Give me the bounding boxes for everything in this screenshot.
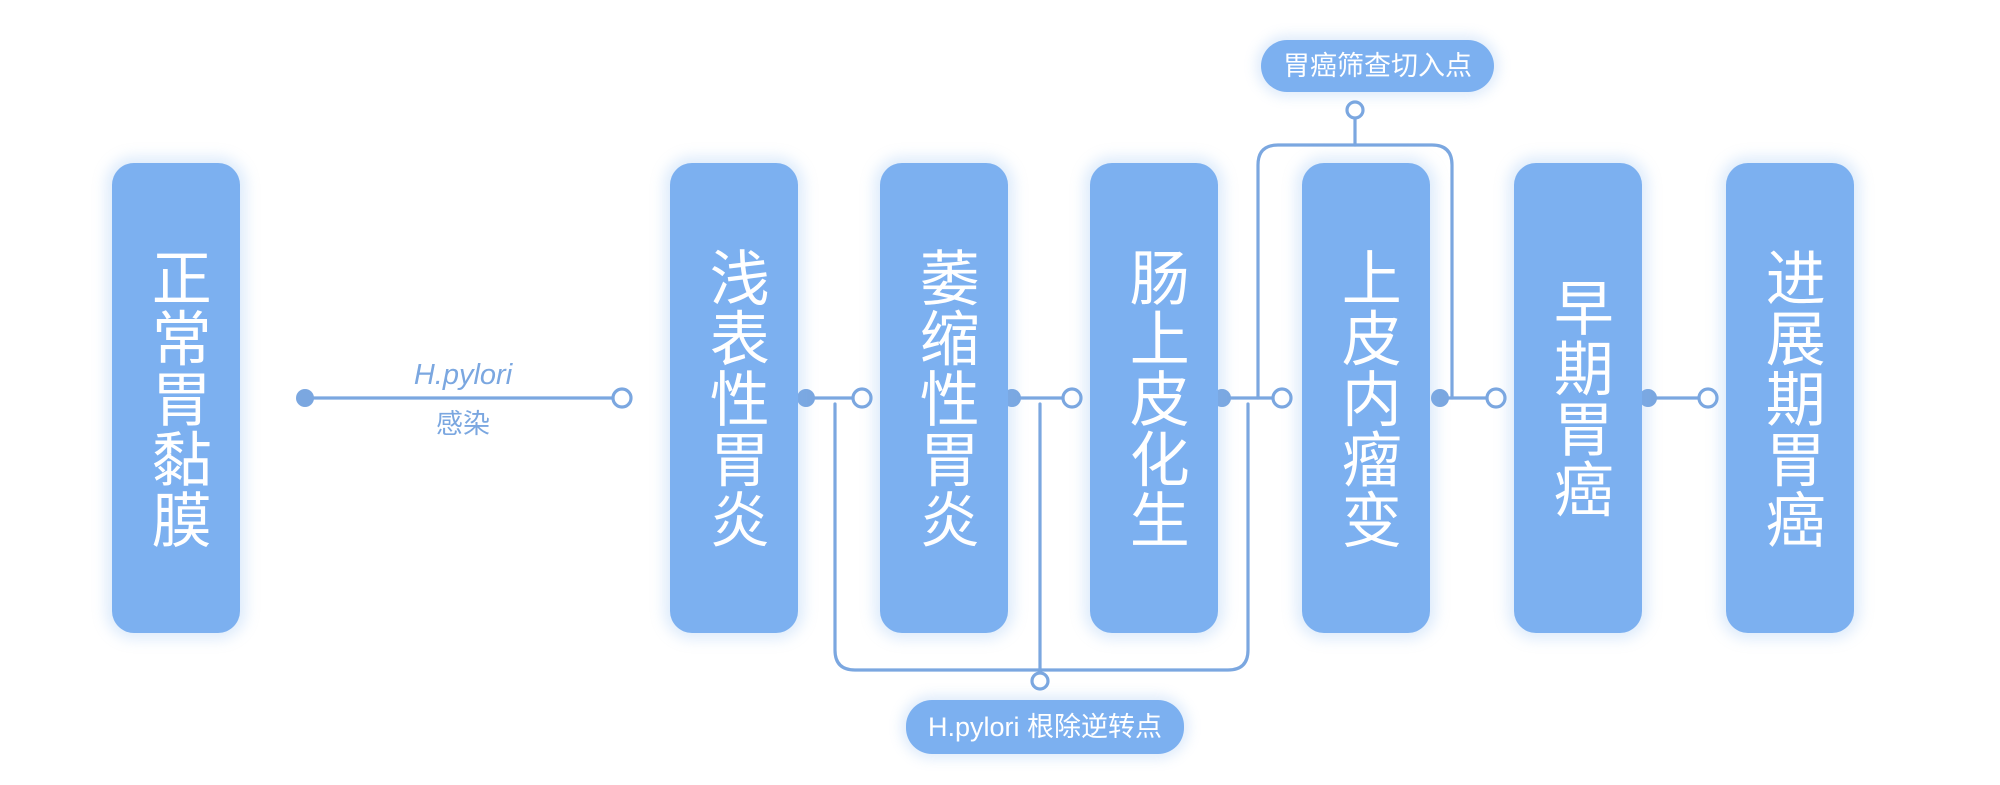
node-atrophic-gastritis[interactable]: 萎缩性胃炎 [880,163,1008,633]
screening-anchor-ring [1345,100,1365,120]
node-label: 进展期胃癌 [1757,246,1825,550]
endpoint-hollow [1061,387,1083,409]
reversal-anchor-ring [1030,671,1050,691]
badge-hpylori-eradication-reversal[interactable]: H.pylori 根除逆转点 [906,700,1185,754]
endpoint-hollow [1485,387,1507,409]
endpoint-hollow [1697,387,1719,409]
endpoint-filled [1639,389,1657,407]
endpoint-hollow [1271,387,1293,409]
node-early-gastric-cancer[interactable]: 早期胃癌 [1514,163,1642,633]
endpoint-filled [296,389,314,407]
endpoint-filled [1431,389,1449,407]
edge-label-hpylori-line2: 感染 [436,409,490,439]
node-label: 萎缩性胃炎 [911,246,979,550]
node-label: 浅表性胃炎 [701,246,769,550]
node-superficial-gastritis[interactable]: 浅表性胃炎 [670,163,798,633]
endpoint-filled [797,389,815,407]
badge-screening-entry-point[interactable]: 胃癌筛查切入点 [1261,40,1494,92]
edge-label-hpylori-line1: H.pylori [413,359,513,391]
node-label: 早期胃癌 [1545,277,1613,519]
endpoint-hollow [851,387,873,409]
node-intestinal-metaplasia[interactable]: 肠上皮化生 [1090,163,1218,633]
node-label: 上皮内瘤变 [1333,246,1401,550]
node-label: 正常胃黏膜 [143,246,211,550]
node-advanced-gastric-cancer[interactable]: 进展期胃癌 [1726,163,1854,633]
node-normal-mucosa[interactable]: 正常胃黏膜 [112,163,240,633]
node-intraepithelial-neoplasia[interactable]: 上皮内瘤变 [1302,163,1430,633]
node-label: 肠上皮化生 [1121,246,1189,550]
endpoint-hollow [611,387,633,409]
